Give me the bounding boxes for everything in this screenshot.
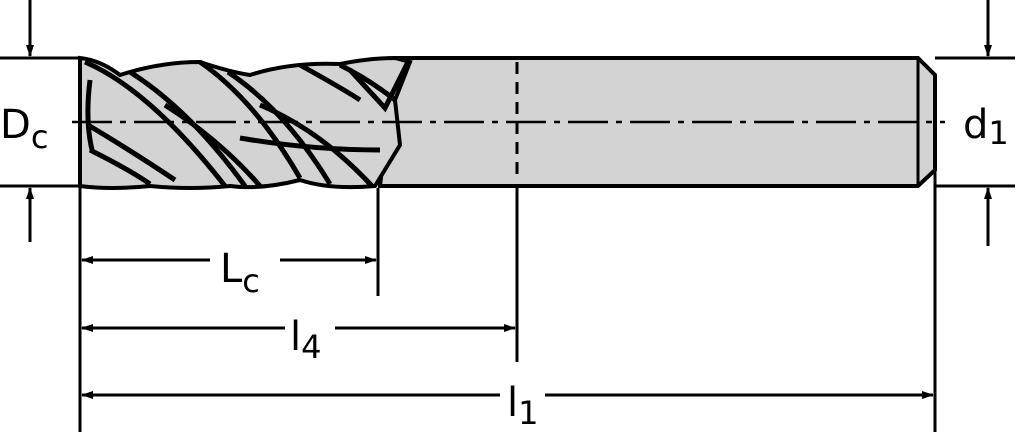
l4-label: l4 [290,314,321,366]
extension-lines [0,56,1015,432]
lc-label: Lc [220,246,260,300]
l1-label: l1 [507,380,538,432]
d1-label: d1 [963,102,1009,152]
dc-label: Dc [0,102,48,156]
